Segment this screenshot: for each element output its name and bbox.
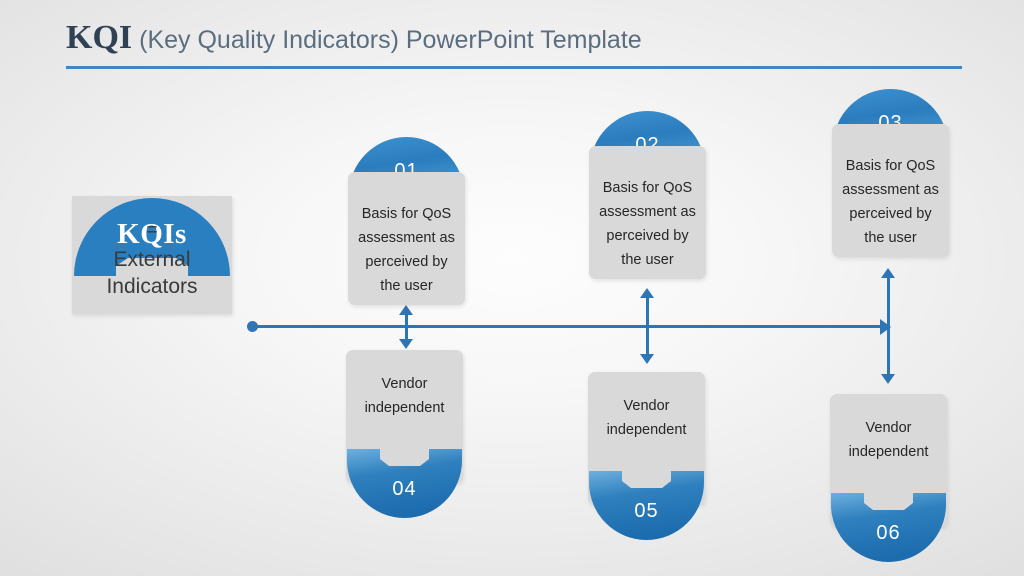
vconnector-col3-arrow-up-icon: [881, 268, 895, 278]
node-06-text: Vendor independent: [848, 420, 929, 460]
header-divider: [66, 66, 962, 69]
connector-arrow-right-icon: [880, 319, 891, 335]
slide-header: KQI(Key Quality Indicators) PowerPoint T…: [66, 16, 962, 72]
vconnector-col3: [887, 276, 890, 378]
vconnector-col2-arrow-down-icon: [640, 354, 654, 364]
node-05-dome-shape-icon: [589, 471, 704, 540]
node-06-dome-shape-icon: [831, 493, 946, 562]
kqis-dome-shape-icon: [74, 198, 230, 276]
node-02-text: Basis for QoS assessment as perceived by…: [599, 180, 696, 268]
page-title: KQI(Key Quality Indicators) PowerPoint T…: [66, 16, 642, 66]
vconnector-col3-arrow-down-icon: [881, 374, 895, 384]
kqis-dome-label: KQIs: [117, 218, 187, 250]
vconnector-col1-arrow-down-icon: [399, 339, 413, 349]
kqis-caption: External Indicators: [106, 248, 198, 298]
vconnector-col2-arrow-up-icon: [640, 288, 654, 298]
node-01-card: Basis for QoS assessment as perceived by…: [348, 172, 465, 305]
node-04-text: Vendor independent: [364, 376, 445, 416]
kqis-hero-node[interactable]: KQIs = External Indicators: [72, 196, 232, 314]
node-01-text: Basis for QoS assessment as perceived by…: [358, 206, 455, 294]
title-main: KQI: [66, 19, 133, 56]
node-05-text: Vendor independent: [606, 398, 687, 438]
node-03-text: Basis for QoS assessment as perceived by…: [842, 158, 939, 246]
connector-axis-line: [252, 325, 888, 328]
node-04-number: 04: [392, 478, 417, 500]
vconnector-col1: [405, 313, 408, 343]
node-06-number: 06: [876, 522, 901, 544]
kqis-card-text: = External Indicators: [78, 218, 226, 300]
node-05-number: 05: [634, 500, 659, 522]
vconnector-col1-arrow-up-icon: [399, 305, 413, 315]
node-02-card: Basis for QoS assessment as perceived by…: [589, 146, 706, 279]
kqis-equals-sign: =: [146, 220, 158, 241]
title-subtitle: (Key Quality Indicators) PowerPoint Temp…: [139, 26, 642, 54]
node-03-card: Basis for QoS assessment as perceived by…: [832, 124, 949, 257]
vconnector-col2: [646, 296, 649, 358]
node-04-dome-shape-icon: [347, 449, 462, 518]
